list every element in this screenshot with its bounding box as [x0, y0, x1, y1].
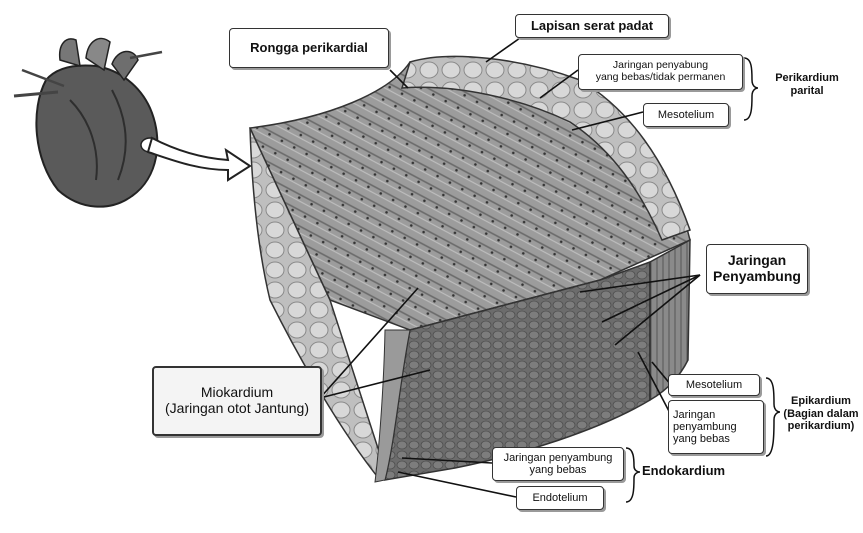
label-epikardium: Epikardium (Bagian dalam perikardium) — [780, 395, 862, 433]
label-mesotelium-bottom: Mesotelium — [668, 374, 760, 396]
label-perikardium-parital: Perikardium parital — [762, 72, 852, 97]
label-endo-jaringan-penyambung: Jaringan penyambung yang bebas — [492, 447, 624, 481]
label-text: Endotelium — [517, 492, 603, 504]
label-line-2: penyambung — [673, 421, 763, 433]
label-line-2: parital — [762, 85, 852, 98]
heart-icon — [14, 39, 162, 207]
label-jaringan-penyabung-bebas: Jaringan penyabung yang bebas/tidak perm… — [578, 54, 743, 90]
label-miokardium: Miokardium (Jaringan otot Jantung) — [152, 366, 322, 436]
label-line-2: yang bebas — [493, 464, 623, 476]
label-line-2: (Jaringan otot Jantung) — [154, 401, 320, 417]
label-lapisan-serat-padat: Lapisan serat padat — [515, 14, 669, 38]
label-line-2: (Bagian dalam — [780, 408, 862, 421]
label-endokardium: Endokardium — [642, 464, 725, 479]
label-line-2: Penyambung — [707, 269, 807, 285]
label-line-1: Miokardium — [154, 385, 320, 401]
label-text: Lapisan serat padat — [516, 19, 668, 34]
label-endotelium: Endotelium — [516, 486, 604, 510]
label-line-1: Epikardium — [780, 395, 862, 408]
label-line-1: Jaringan penyambung — [493, 452, 623, 464]
label-text: Rongga perikardial — [230, 41, 388, 56]
label-line-2: yang bebas/tidak permanen — [579, 72, 742, 84]
label-line-3: yang bebas — [673, 433, 763, 445]
label-text: Endokardium — [642, 463, 725, 478]
label-jaringan-penyambung-bebas-epi: Jaringan penyambung yang bebas — [668, 400, 764, 454]
label-mesotelium-top: Mesotelium — [643, 103, 729, 127]
label-rongga-perikardial: Rongga perikardial — [229, 28, 389, 68]
label-line-1: Jaringan — [707, 253, 807, 269]
label-jaringan-penyambung-big: Jaringan Penyambung — [706, 244, 808, 294]
label-line-1: Jaringan — [673, 409, 763, 421]
label-text: Mesotelium — [644, 109, 728, 121]
label-text: Mesotelium — [669, 379, 759, 391]
label-line-3: perikardium) — [780, 420, 862, 433]
label-line-1: Perikardium — [762, 72, 852, 85]
zoom-arrow — [148, 138, 250, 180]
